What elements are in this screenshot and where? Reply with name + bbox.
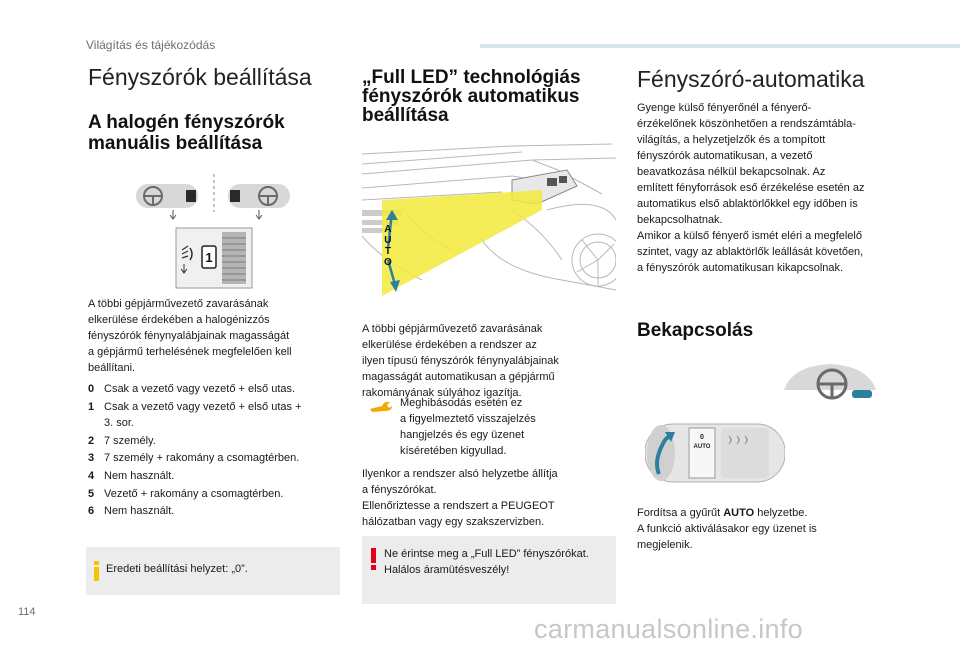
thumbwheel-position-label: 1 — [205, 250, 212, 265]
page-title: Fényszórók beállítása — [88, 64, 312, 90]
stalk-auto-label: AUTO — [694, 444, 711, 450]
full-led-heading: „Full LED” technológiás fényszórók autom… — [362, 67, 581, 126]
headlamp-thumbwheel-illustration: 1 — [136, 174, 290, 289]
auto-vertical-label: A U T O — [384, 224, 392, 268]
car-headlamp-illustration — [362, 140, 616, 310]
header-accent-bar — [480, 44, 960, 48]
exclamation-warning-icon — [371, 548, 376, 570]
warning-text: Ne érintse meg a „Full LED” fényszórókat… — [384, 548, 589, 576]
steering-wheel-right-icon — [228, 184, 290, 208]
section-heading: A halogén fényszórók manuális beállítása — [88, 112, 285, 154]
auto-lighting-intro: Gyenge külső fényerőnél a fényerő- érzék… — [637, 102, 865, 274]
auto-position-label: AUTO — [723, 507, 755, 519]
electric-shock-warning: Ne érintse meg a „Full LED” fényszórókat… — [362, 536, 616, 604]
step-instruction: Fordítsa a gyűrűt AUTO helyzetbe. — [637, 507, 808, 519]
full-led-intro: A többi gépjárművezető zavarásának elker… — [362, 323, 559, 399]
switching-on-heading: Bekapcsolás — [637, 320, 754, 341]
fault-warning-text: Meghibásodás esetén ez a figyelmeztető v… — [400, 397, 536, 457]
wrench-warning-icon — [370, 401, 392, 412]
section-title: Világítás és tájékozódás — [86, 38, 216, 52]
fault-body-text: Ilyenkor a rendszer alsó helyzetbe állít… — [362, 468, 558, 528]
steering-wheel-left-icon — [136, 184, 198, 208]
auto-lighting-title: Fényszóró-automatika — [637, 66, 865, 92]
note-text: Eredeti beállítási helyzet: „0”. — [106, 563, 248, 575]
intro-paragraph: A többi gépjárművezető zavarásának elker… — [88, 298, 292, 374]
watermark: carmanualsonline.info — [534, 614, 803, 644]
info-icon — [94, 561, 99, 581]
page-number: 114 — [18, 606, 36, 618]
stalk-off-label: 0 — [700, 434, 704, 441]
lighting-stalk-illustration: 0 AUTO — [645, 423, 785, 483]
steering-wheel-icon — [784, 364, 876, 400]
step-note: A funkció aktiválásakor egy üzenet is me… — [637, 523, 817, 551]
headlamp-beam-icon — [180, 245, 193, 274]
default-setting-note: Eredeti beállítási helyzet: „0”. — [86, 547, 340, 595]
